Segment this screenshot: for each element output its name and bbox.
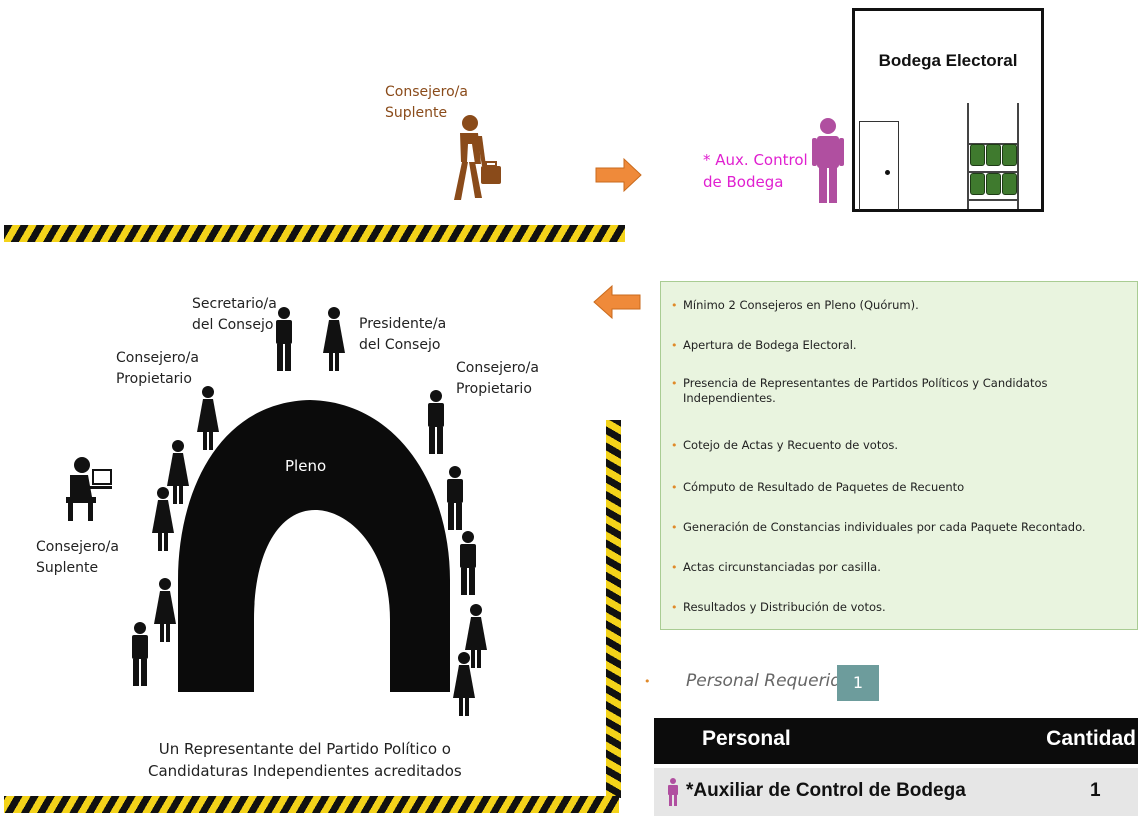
table-row: *Auxiliar de Control de Bodega 1: [654, 768, 1138, 816]
shelf-with-boxes-icon: [967, 103, 1019, 209]
list-item: •Apertura de Bodega Electoral.: [671, 338, 857, 352]
door-knob: [885, 170, 890, 175]
suplente-top-label-1: Consejero/a: [385, 84, 468, 100]
aux-person-icon: [812, 118, 844, 203]
propietario-left-label-2: Propietario: [116, 371, 192, 387]
row-cantidad: 1: [1090, 780, 1101, 801]
list-item: •Cómputo de Resultado de Paquetes de Rec…: [671, 480, 965, 494]
suplente-left-label-1: Consejero/a: [36, 539, 119, 555]
bodega-title: Bodega Electoral: [878, 51, 1018, 70]
personal-requerido-value: 1: [837, 665, 879, 701]
secretario-person-icon: [276, 307, 292, 371]
personal-table: Personal Cantidad *Auxiliar de Control d…: [654, 718, 1138, 816]
header-personal: Personal: [702, 727, 791, 750]
caption-line-2: Candidaturas Independientes acreditados: [148, 762, 462, 780]
presidente-person-icon: [323, 307, 345, 371]
row-personal: *Auxiliar de Control de Bodega: [686, 780, 966, 801]
secretario-label-1: Secretario/a: [192, 296, 277, 312]
caption-line-1: Un Representante del Partido Político o: [158, 740, 451, 758]
aux-control-label-2: de Bodega: [703, 173, 784, 191]
suplente-top-label-2: Suplente: [385, 105, 448, 121]
presidente-label-1: Presidente/a: [359, 316, 447, 332]
propietario-left-label-1: Consejero/a: [116, 350, 199, 366]
list-item: •Cotejo de Actas y Recuento de votos.: [671, 438, 899, 452]
personal-requerido-row: • Personal Requerido: 1: [640, 665, 940, 705]
list-item: •Mínimo 2 Consejeros en Pleno (Quórum).: [671, 298, 919, 312]
personal-requerido-label: Personal Requerido:: [686, 671, 858, 691]
secretario-label-2: del Consejo: [192, 317, 274, 333]
pleno-label: Pleno: [285, 457, 327, 475]
person-left-5-icon: [132, 622, 148, 686]
propietario-right-label-2: Propietario: [456, 381, 532, 397]
hazard-tape-right: [606, 420, 621, 798]
pleno-arch: [178, 400, 450, 692]
bodega-electoral: Bodega Electoral: [852, 8, 1044, 212]
bodega-door: [859, 121, 899, 210]
list-item: •Actas circunstanciadas por casilla.: [671, 560, 881, 574]
aux-person-small-icon: [668, 778, 678, 806]
activities-list: •Mínimo 2 Consejeros en Pleno (Quórum). …: [660, 281, 1138, 630]
list-item: •Presencia de Representantes de Partidos…: [671, 376, 1048, 405]
table-header: Personal Cantidad: [654, 718, 1138, 764]
suplente-left-label-2: Suplente: [36, 560, 99, 576]
representantes-caption: Un Representante del Partido Político o …: [148, 738, 462, 782]
bullet-icon: •: [644, 675, 651, 688]
list-item: •Generación de Constancias individuales …: [671, 520, 1086, 534]
arrow-right-icon: [595, 157, 642, 193]
person-at-computer-icon: [66, 457, 112, 521]
hazard-tape-bottom: [4, 796, 619, 813]
list-item: •Resultados y Distribución de votos.: [671, 600, 886, 614]
propietario-right-label-1: Consejero/a: [456, 360, 539, 376]
walking-person-briefcase-icon: [454, 115, 501, 200]
arrow-left-icon: [593, 284, 641, 320]
header-cantidad: Cantidad: [1046, 727, 1136, 750]
aux-control-label-1: * Aux. Control: [703, 151, 808, 169]
presidente-label-2: del Consejo: [359, 337, 441, 353]
hazard-tape-top: [4, 225, 625, 242]
